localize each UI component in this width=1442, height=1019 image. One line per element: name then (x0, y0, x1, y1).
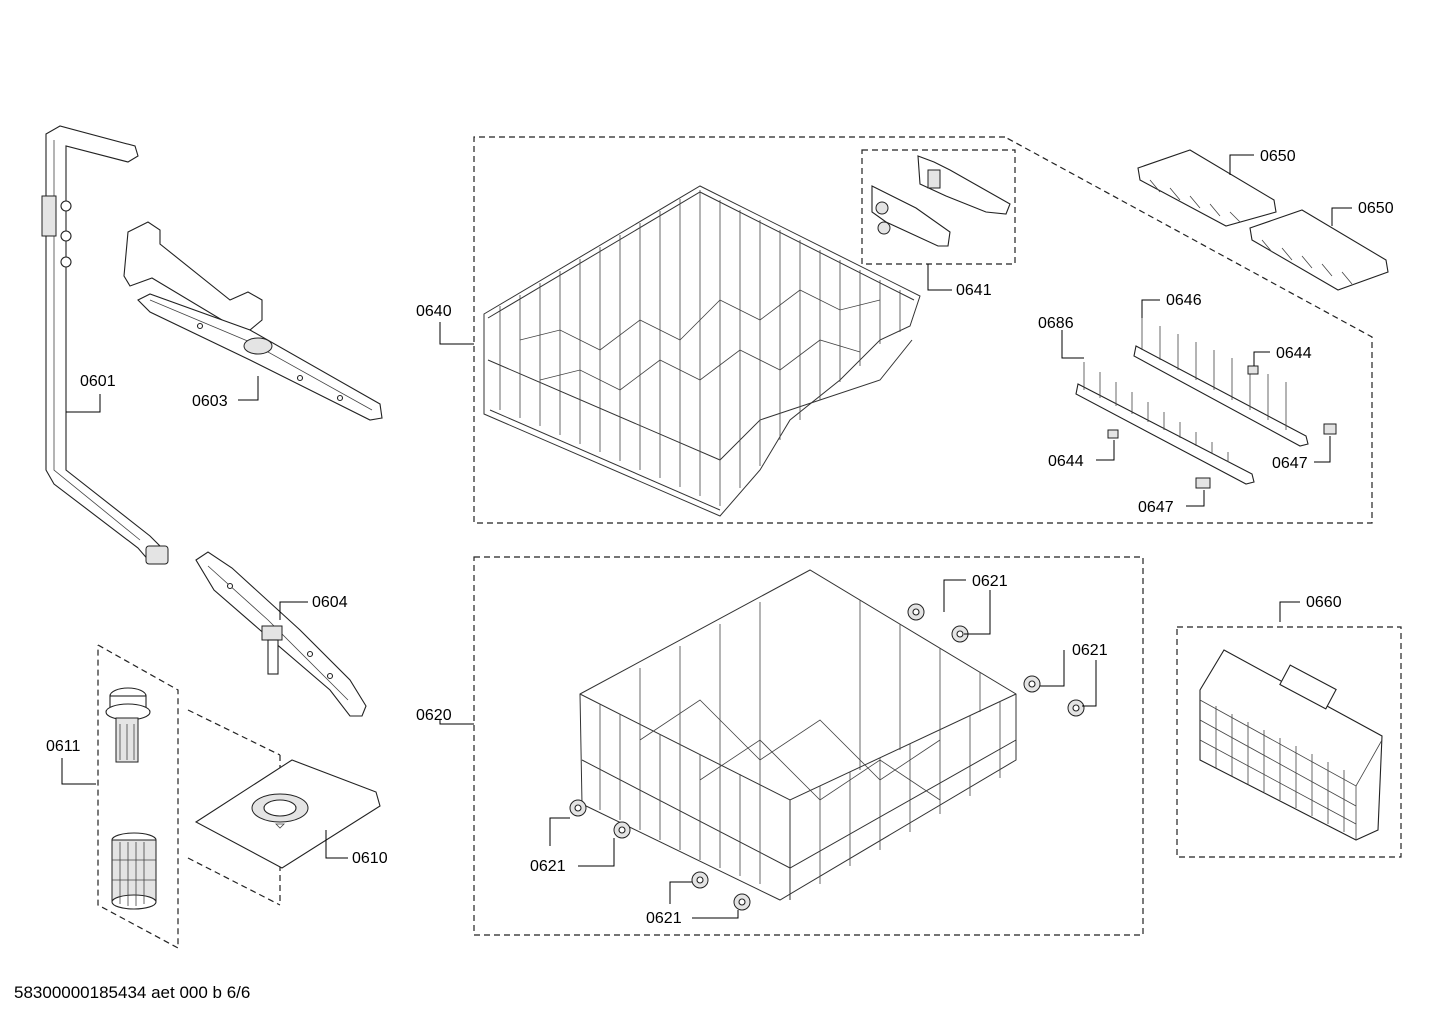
rack-hardware-group-box (861, 149, 1016, 265)
label-0621-d: 0621 (646, 910, 682, 927)
tine-clip-upper (1247, 365, 1259, 375)
lower-spray-arm (195, 551, 367, 717)
tine-holder-right (1323, 423, 1337, 435)
tine-clip-lower (1107, 429, 1119, 439)
label-0621-a: 0621 (972, 573, 1008, 590)
document-id: 58300000185434 aet 000 b 6/6 (14, 983, 250, 1002)
cup-shelf-left (1137, 149, 1277, 227)
label-0650-a: 0650 (1260, 148, 1296, 165)
upper-spray-arm (123, 221, 383, 421)
part-labels: 0601 0603 0604 0611 0610 0640 0620 0641 … (46, 148, 1394, 927)
upper-dish-rack (483, 185, 921, 517)
coarse-filter-cylinder (111, 832, 157, 910)
folding-tine-row-front (1075, 362, 1255, 485)
fine-filter-assembly (105, 687, 151, 763)
label-0620: 0620 (416, 707, 452, 724)
label-0650-b: 0650 (1358, 200, 1394, 217)
label-0660: 0660 (1306, 594, 1342, 611)
basket-mesh (1199, 706, 1357, 832)
label-0604: 0604 (312, 594, 348, 611)
label-0601: 0601 (80, 373, 116, 390)
tine-holder-bottom (1195, 477, 1211, 489)
upper-rack-group-box (473, 136, 1373, 524)
lower-rack-group-box (473, 556, 1144, 936)
label-0647-b: 0647 (1138, 499, 1174, 516)
label-0603: 0603 (192, 393, 228, 410)
label-0644-b: 0644 (1048, 453, 1084, 470)
cutlery-basket (1199, 649, 1383, 841)
cup-shelf-right (1249, 209, 1389, 291)
label-0641: 0641 (956, 282, 992, 299)
lower-dish-rack (579, 569, 1017, 901)
rack-adjuster-hardware (871, 155, 1011, 247)
flat-filter-plate (194, 759, 381, 869)
label-0610: 0610 (352, 850, 388, 867)
spray-supply-tube (41, 125, 169, 565)
label-0644-a: 0644 (1276, 345, 1312, 362)
label-0647-a: 0647 (1272, 455, 1308, 472)
label-0686: 0686 (1038, 315, 1074, 332)
label-0621-c: 0621 (530, 858, 566, 875)
rack-rollers (569, 603, 1085, 911)
label-0621-b: 0621 (1072, 642, 1108, 659)
leader-lines (61, 154, 1352, 919)
folding-tine-row-back (1133, 318, 1309, 447)
upper-rack-wires (499, 190, 901, 506)
lower-rack-wires (599, 600, 1001, 884)
cutlery-basket-group-box (1176, 626, 1402, 858)
label-0640: 0640 (416, 303, 452, 320)
label-0611: 0611 (46, 738, 81, 755)
label-0646: 0646 (1166, 292, 1202, 309)
